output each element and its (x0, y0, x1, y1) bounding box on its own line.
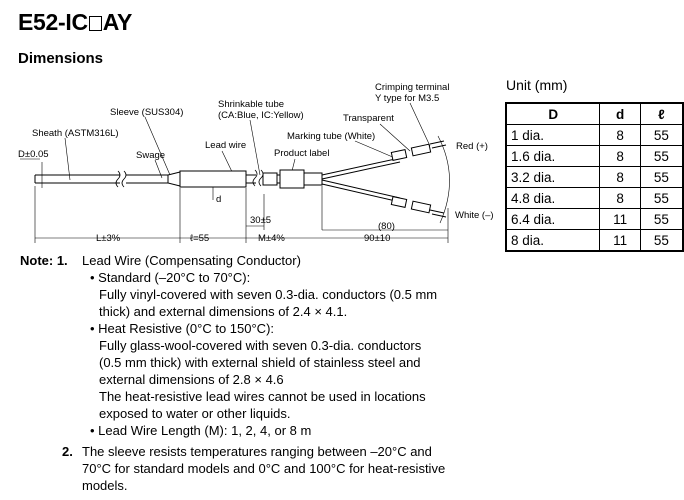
note-2-line-2: 70°C for standard models and 0°C and 100… (82, 461, 446, 476)
lead-wire-label: Lead wire (205, 140, 246, 151)
dim-l-label: L±3% (96, 233, 121, 244)
table-cell: 55 (639, 229, 684, 252)
table-row: 8 dia. 11 55 (505, 229, 684, 252)
table-cell: 6.4 dia. (505, 208, 601, 230)
note-2-line-3: models. (82, 478, 128, 493)
table-cell: 8 (599, 124, 641, 146)
heat-line-3: external dimensions of 2.8 × 4.6 (99, 372, 284, 387)
heat-line-2: (0.5 mm thick) with external shield of s… (99, 355, 421, 370)
table-cell: 8 (599, 187, 641, 209)
dim-30-label: 30±5 (250, 215, 271, 226)
d-tolerance-label: D±0.05 (18, 149, 49, 160)
table-row: 3.2 dia. 8 55 (505, 166, 684, 188)
dim-90-label: 90±10 (364, 233, 390, 244)
sheath-label: Sheath (ASTM316L) (32, 128, 119, 139)
note-2-number: 2. (62, 444, 73, 459)
table-cell: 55 (639, 208, 684, 230)
swage-label: Swage (136, 150, 165, 161)
red-terminal-label: Red (+) (456, 141, 488, 152)
header-d-small: d (599, 102, 641, 125)
transparent-label: Transparent (343, 113, 394, 124)
table-cell: 11 (599, 229, 641, 252)
d-small-label: d (216, 194, 221, 205)
header-d-large: D (505, 102, 601, 125)
standard-heading: • Standard (–20°C to 70°C): (90, 270, 251, 285)
dim-m-label: M±4% (258, 233, 285, 244)
table-cell: 8 (599, 166, 641, 188)
table-cell: 1.6 dia. (505, 145, 601, 167)
heat-line-4: The heat-resistive lead wires cannot be … (99, 389, 426, 404)
note-2-line-1: The sleeve resists temperatures ranging … (82, 444, 432, 459)
shrinkable-colors-label: (CA:Blue, IC:Yellow) (218, 110, 304, 121)
product-label-label: Product label (274, 148, 329, 159)
heat-line-5: exposed to water or other liquids. (99, 406, 291, 421)
table-row: 1 dia. 8 55 (505, 124, 684, 146)
dim-80-label: (80) (378, 221, 395, 232)
table-row: 1.6 dia. 8 55 (505, 145, 684, 167)
table-cell: 55 (639, 166, 684, 188)
dimension-drawing: Sheath (ASTM316L) Sleeve (SUS304) Shrink… (18, 82, 494, 244)
table-cell: 11 (599, 208, 641, 230)
heat-heading: • Heat Resistive (0°C to 150°C): (90, 321, 275, 336)
page-title: E52-IC AY (18, 9, 132, 36)
table-cell: 8 (599, 145, 641, 167)
table-header-row: D d ℓ (505, 102, 684, 125)
dimensions-table: D d ℓ 1 dia. 8 55 1.6 dia. 8 55 3.2 dia.… (505, 102, 684, 252)
heat-line-1: Fully glass-wool-covered with seven 0.3-… (99, 338, 422, 353)
shrinkable-label: Shrinkable tube (218, 99, 284, 110)
note-1-title: Lead Wire (Compensating Conductor) (82, 253, 301, 268)
standard-line-1: Fully vinyl-covered with seven 0.3-dia. … (99, 287, 438, 302)
sleeve-label: Sleeve (SUS304) (110, 107, 183, 118)
table-cell: 8 dia. (505, 229, 601, 252)
crimping-label: Crimping terminal (375, 82, 449, 93)
table-row: 4.8 dia. 8 55 (505, 187, 684, 209)
marking-label: Marking tube (White) (287, 131, 375, 142)
table-cell: 4.8 dia. (505, 187, 601, 209)
lead-length-line: • Lead Wire Length (M): 1, 2, 4, or 8 m (90, 423, 312, 438)
section-heading: Dimensions (18, 50, 104, 67)
table-cell: 3.2 dia. (505, 166, 601, 188)
table-row: 6.4 dia. 11 55 (505, 208, 684, 230)
note-label: Note: 1. (20, 253, 68, 268)
standard-line-2: thick) and external dimensions of 2.4 × … (99, 304, 348, 319)
table-cell: 55 (639, 145, 684, 167)
dim-l55-label: ℓ=55 (190, 233, 209, 244)
title-prefix: E52-IC (18, 9, 88, 35)
table-cell: 55 (639, 187, 684, 209)
unit-label: Unit (mm) (506, 77, 568, 93)
table-cell: 1 dia. (505, 124, 601, 146)
white-terminal-label: White (–) (455, 210, 494, 221)
table-cell: 55 (639, 124, 684, 146)
crimping-type-label: Y type for M3.5 (375, 93, 439, 104)
header-l: ℓ (639, 102, 684, 125)
title-suffix: AY (102, 9, 133, 35)
placeholder-box-icon (88, 16, 102, 31)
